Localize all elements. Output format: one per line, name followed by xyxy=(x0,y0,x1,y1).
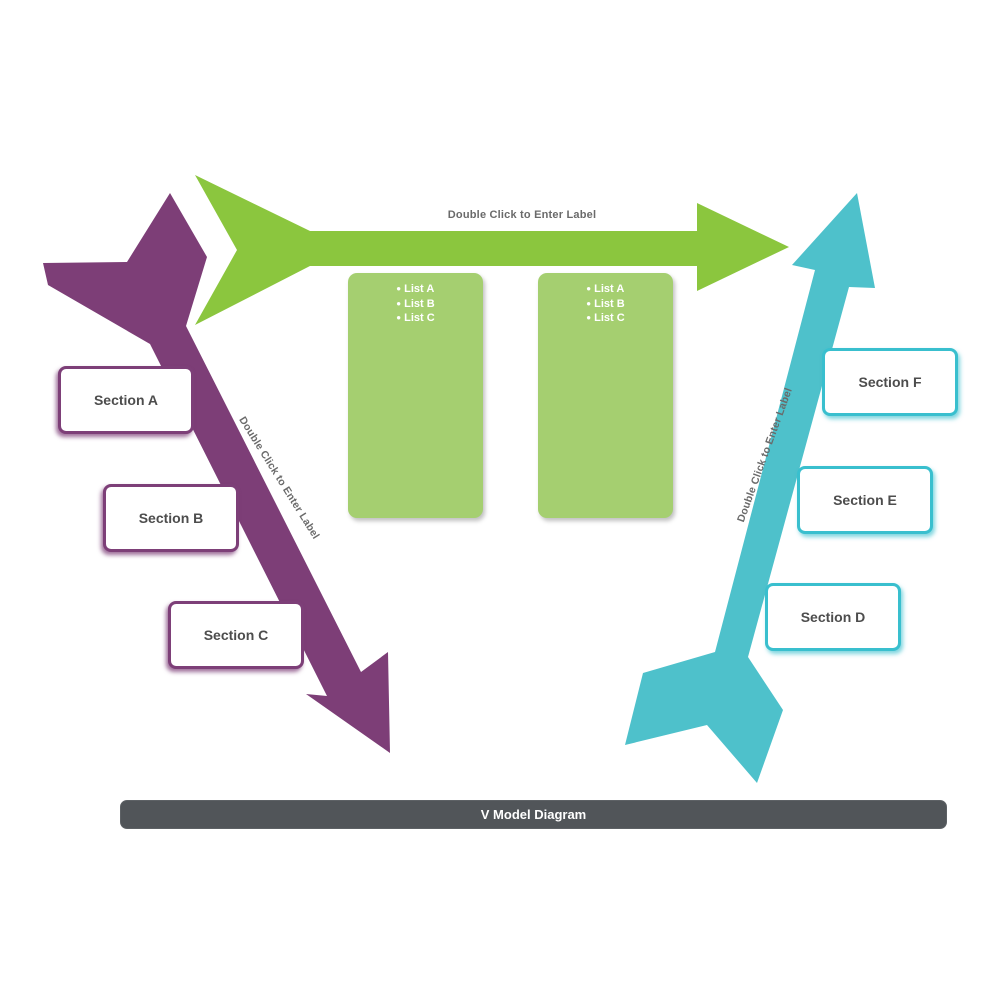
list-item: ●List A xyxy=(396,283,435,295)
section-box-c[interactable]: Section C xyxy=(168,601,304,669)
bullet-icon: ● xyxy=(586,313,592,322)
purple-arrow[interactable] xyxy=(43,193,390,753)
section-box-b[interactable]: Section B xyxy=(103,484,239,552)
list-item: ●List B xyxy=(586,297,625,310)
section-box-label: Section F xyxy=(858,374,922,390)
list-item: ●List C xyxy=(396,312,435,324)
section-box-label: Section C xyxy=(203,627,269,643)
green-arrow-fletching[interactable] xyxy=(195,175,345,325)
section-box-e[interactable]: Section E xyxy=(797,466,933,534)
green-arrow-label[interactable]: Double Click to Enter Label xyxy=(447,209,597,221)
section-box-label: Section D xyxy=(800,609,866,625)
bullet-icon: ● xyxy=(396,284,402,293)
bullet-icon: ● xyxy=(396,298,402,308)
list-panel-1[interactable]: ●List A ●List B ●List C xyxy=(348,273,483,518)
green-arrow[interactable] xyxy=(195,175,789,325)
section-box-label: Section B xyxy=(138,510,204,526)
list-panel-2-items: ●List A ●List B ●List C xyxy=(586,282,624,518)
bullet-icon: ● xyxy=(586,284,592,293)
diagram-title: V Model Diagram xyxy=(480,807,587,822)
list-panel-1-items: ●List A ●List B ●List C xyxy=(396,282,434,518)
list-panel-2[interactable]: ●List A ●List B ●List C xyxy=(538,273,673,518)
section-box-a[interactable]: Section A xyxy=(58,366,194,434)
green-arrow-head[interactable] xyxy=(697,203,789,291)
list-item: ●List C xyxy=(586,312,625,324)
bullet-icon: ● xyxy=(396,313,402,322)
section-box-label: Section A xyxy=(93,392,159,408)
diagram-title-bar[interactable]: V Model Diagram xyxy=(120,800,947,829)
list-item: ●List A xyxy=(586,283,625,295)
section-box-d[interactable]: Section D xyxy=(765,583,901,651)
green-arrow-shaft[interactable] xyxy=(300,231,700,266)
list-item: ●List B xyxy=(396,297,435,310)
bullet-icon: ● xyxy=(586,298,592,308)
section-box-label: Section E xyxy=(833,492,897,508)
teal-arrow[interactable] xyxy=(625,193,875,783)
section-box-f[interactable]: Section F xyxy=(822,348,958,416)
